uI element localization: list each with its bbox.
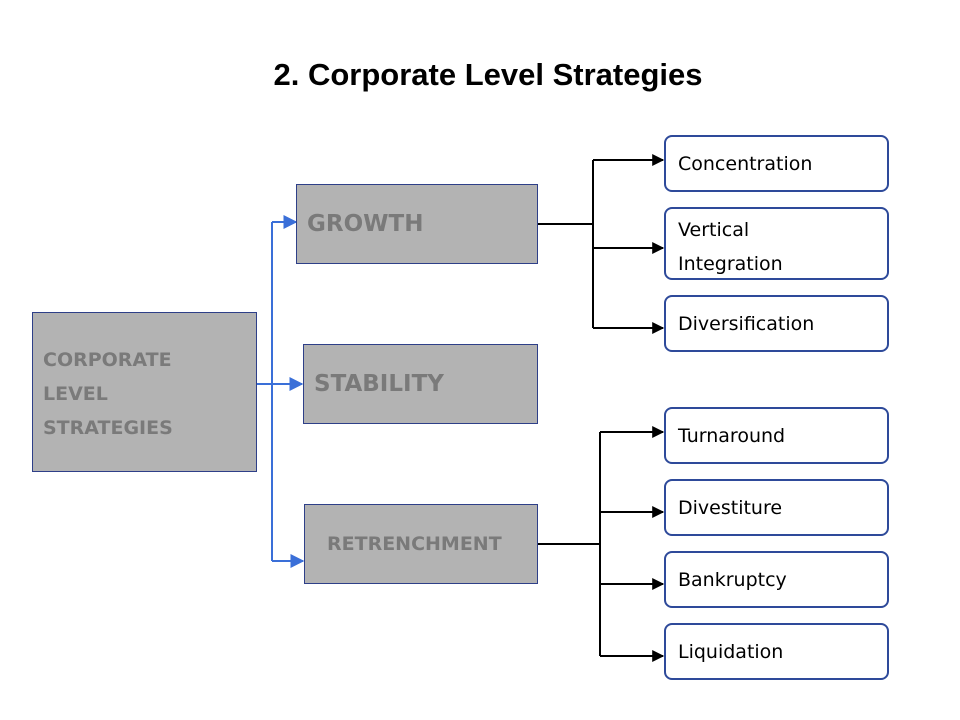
turnaround-box: Turnaround [664, 407, 889, 464]
page-title: 2. Corporate Level Strategies [273, 57, 703, 92]
liquidation-box: Liquidation [664, 623, 889, 680]
bankruptcy-label: Bankruptcy [678, 568, 787, 591]
growth-box: GROWTH [296, 184, 538, 264]
vertical-integration-label-line-1: Vertical [678, 219, 750, 241]
retrenchment-label: RETRENCHMENT [327, 533, 502, 555]
corporate-level-strategies-box: CORPORATE LEVEL STRATEGIES [32, 312, 257, 472]
root-label-line-2: LEVEL [43, 383, 108, 405]
diversification-box: Diversification [664, 295, 889, 352]
concentration-label: Concentration [678, 152, 813, 175]
stability-label: STABILITY [314, 371, 444, 397]
growth-label: GROWTH [307, 211, 424, 237]
vertical-integration-label-line-2: Integration [678, 253, 783, 275]
retrenchment-box: RETRENCHMENT [304, 504, 538, 584]
diversification-label: Diversification [678, 312, 815, 335]
root-label-line-3: STRATEGIES [43, 417, 173, 439]
growth-connectors [538, 154, 665, 334]
divestiture-label: Divestiture [678, 496, 783, 519]
turnaround-label: Turnaround [678, 424, 786, 447]
retrenchment-connectors [538, 426, 665, 662]
root-label-line-1: CORPORATE [43, 349, 172, 371]
divestiture-box: Divestiture [664, 479, 889, 536]
root-connectors [257, 215, 305, 568]
vertical-integration-box: Vertical Integration [664, 207, 889, 280]
stability-box: STABILITY [303, 344, 538, 424]
liquidation-label: Liquidation [678, 640, 784, 663]
bankruptcy-box: Bankruptcy [664, 551, 889, 608]
concentration-box: Concentration [664, 135, 889, 192]
